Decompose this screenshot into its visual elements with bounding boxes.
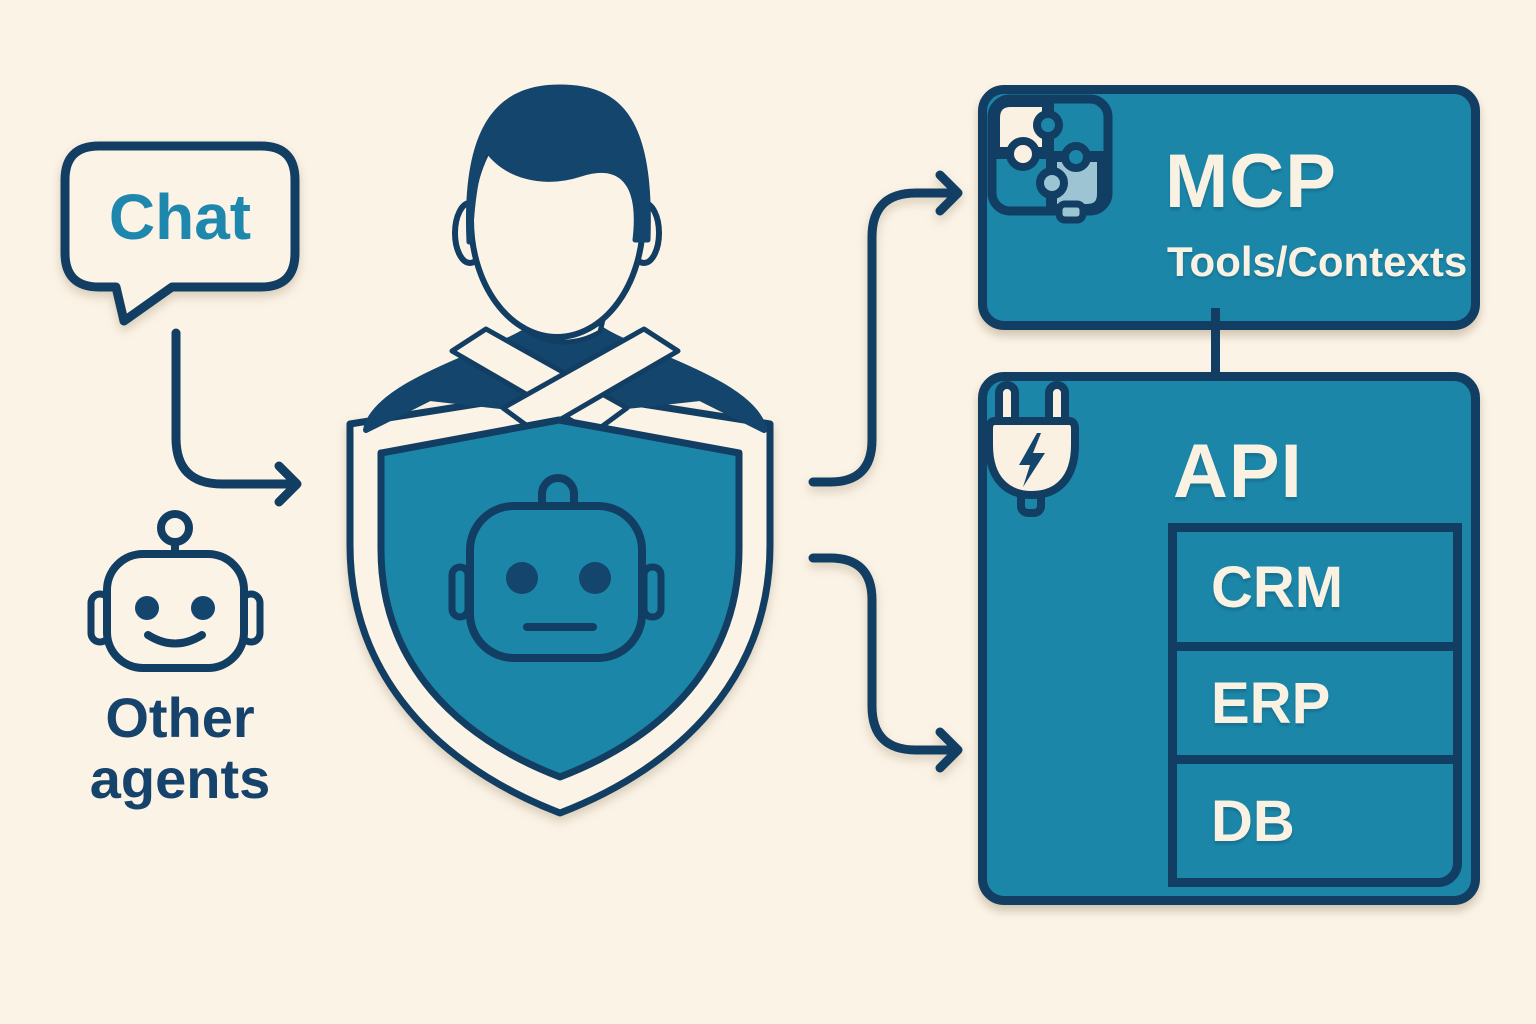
systems-column: CRM ERP DB xyxy=(1168,523,1462,887)
robot-ear xyxy=(640,563,665,621)
system-label: CRM xyxy=(1211,554,1344,620)
chat-arrow xyxy=(171,328,302,507)
mcp-box: MCP Tools/Contexts xyxy=(978,85,1480,330)
chat-label: Chat xyxy=(108,181,252,253)
mcp-subtitle: Tools/Contexts xyxy=(1167,238,1468,285)
other-agents-line2: agents xyxy=(89,747,271,810)
robot-head xyxy=(466,502,646,662)
mcp-api-connector xyxy=(1211,308,1220,376)
robot-eye xyxy=(191,596,215,620)
system-label: ERP xyxy=(1211,670,1331,736)
chat-arrowhead-icon xyxy=(274,461,302,507)
arrow-to-api xyxy=(808,553,963,773)
other-agents-line1: Other xyxy=(105,686,255,749)
other-agents-label: Other agents xyxy=(30,687,330,809)
other-agent-robot-icon xyxy=(87,510,264,672)
robot-antenna xyxy=(538,474,578,507)
puzzle-icon xyxy=(987,94,1113,224)
agent-robot-icon xyxy=(448,474,665,662)
system-box-crm: CRM xyxy=(1168,523,1462,651)
agent-shield xyxy=(377,416,743,781)
system-box-db: DB xyxy=(1168,755,1462,887)
robot-eye xyxy=(135,596,159,620)
system-label: DB xyxy=(1211,788,1295,854)
robot-smile xyxy=(144,631,206,648)
api-title: API xyxy=(1173,429,1303,514)
mcp-title: MCP xyxy=(1165,139,1337,224)
chat-bubble xyxy=(60,141,300,326)
plug-icon xyxy=(987,381,1079,517)
lightning-bolt-icon xyxy=(1019,433,1045,487)
api-arrowhead-icon xyxy=(935,727,963,773)
user-hair xyxy=(465,84,651,245)
robot-eye xyxy=(506,562,538,594)
arrow-to-mcp xyxy=(808,170,963,487)
system-box-erp: ERP xyxy=(1168,642,1462,764)
robot-eye xyxy=(579,562,611,594)
robot-ear xyxy=(448,563,472,621)
mcp-arrowhead-icon xyxy=(935,170,963,216)
